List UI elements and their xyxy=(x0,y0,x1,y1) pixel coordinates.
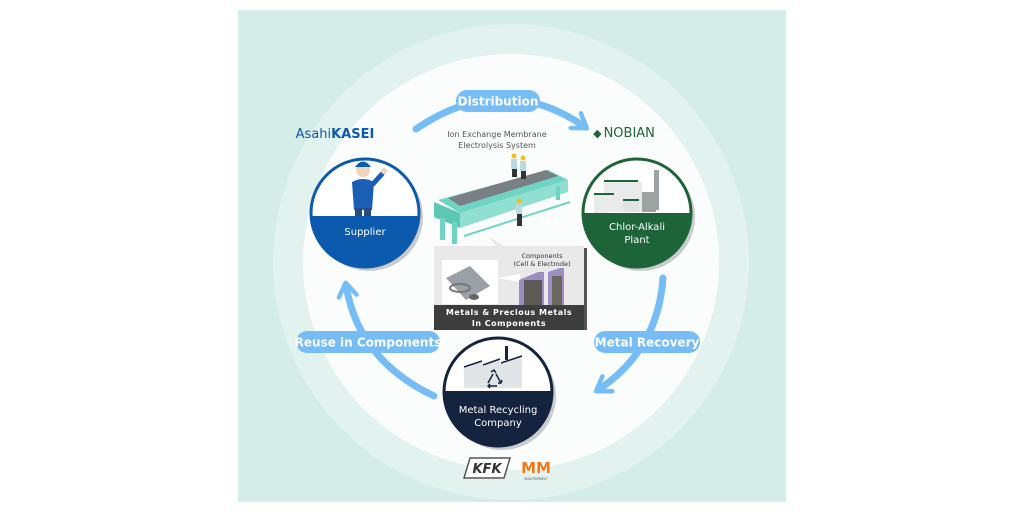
electrolyzer-machine-icon xyxy=(434,170,571,244)
components-label-line2: (Cell & Electrode) xyxy=(513,260,570,268)
metals-banner xyxy=(434,305,584,330)
svg-text:KFK: KFK xyxy=(472,462,502,477)
system-title-line2: Electrolysis System xyxy=(458,141,536,150)
factory-icon xyxy=(594,170,659,214)
electrolysis-system: Ion Exchange Membrane Electrolysis Syste… xyxy=(434,130,587,330)
supplier-node: AsahiKASEI Supplier xyxy=(296,127,423,271)
reuse-label: Reuse in Components xyxy=(295,336,442,350)
recycler-label-line2: Company xyxy=(474,418,522,429)
distribution-label: Distribution xyxy=(458,95,539,109)
svg-text:MM: MM xyxy=(521,459,551,477)
reuse-pill: Reuse in Components xyxy=(295,331,442,353)
recycling-factory-icon xyxy=(463,346,523,388)
recycler-label-line1: Metal Recycling xyxy=(459,405,538,416)
svg-text:MASTERMELT: MASTERMELT xyxy=(524,477,548,481)
recycling-loop-diagram: Distribution Metal Recovery Reuse in Com… xyxy=(273,24,749,500)
workers-icon xyxy=(511,153,526,226)
plant-label-line2: Plant xyxy=(624,235,649,246)
kfk-logo: KFK xyxy=(462,457,512,479)
asahi-kasei-logo: AsahiKASEI xyxy=(296,127,375,142)
nobian-logo: ◆NOBIAN xyxy=(593,126,655,141)
diagram-panel: Distribution Metal Recovery Reuse in Com… xyxy=(238,10,786,502)
system-title-line1: Ion Exchange Membrane xyxy=(447,130,546,139)
components-callout: Components (Cell & Electrode) Metals & P… xyxy=(434,236,587,330)
supplier-label: Supplier xyxy=(344,227,386,238)
plant-label-line1: Chlor-Alkali xyxy=(609,222,665,233)
recycle-icon xyxy=(487,369,503,389)
worker-icon xyxy=(352,161,387,216)
mastermelt-logo: MM MASTERMELT xyxy=(521,459,551,481)
metal-recovery-pill: Metal Recovery xyxy=(594,331,700,353)
banner-line2: In Components xyxy=(472,319,546,328)
distribution-pill: Distribution xyxy=(456,90,540,112)
plant-node: ◆NOBIAN Chlor-Alkali Plant xyxy=(581,126,695,271)
recycler-node: Metal Recycling Company xyxy=(442,336,556,450)
electrode-parts-icon xyxy=(446,266,490,300)
banner-line1: Metals & Precious Metals xyxy=(446,308,572,317)
metal-recovery-label: Metal Recovery xyxy=(595,336,700,350)
components-label-line1: Components xyxy=(521,252,563,260)
